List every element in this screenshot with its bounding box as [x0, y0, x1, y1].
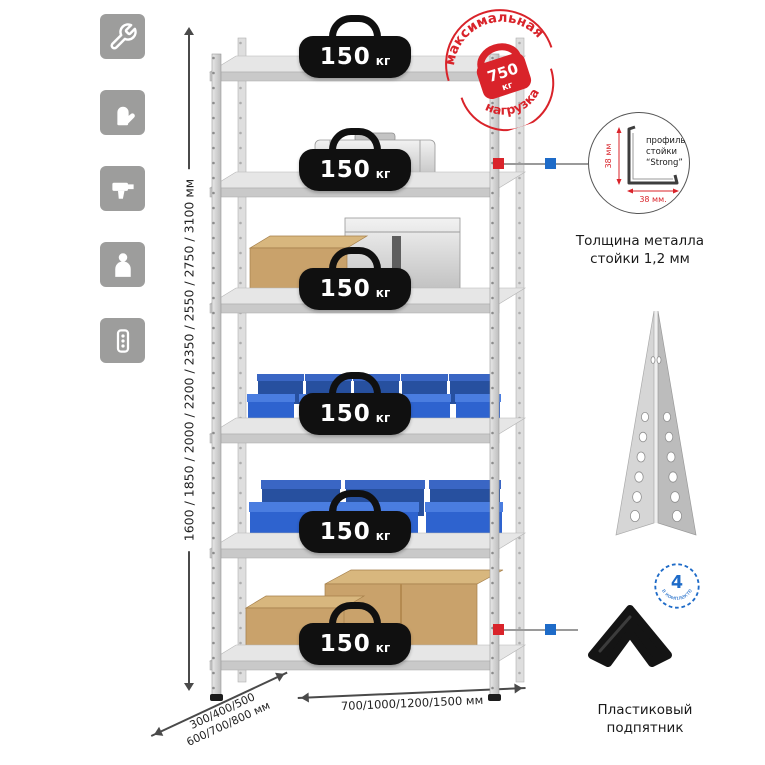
plastic-foot-left — [210, 694, 223, 701]
dim-horizontal-label: 38 мм. — [639, 195, 666, 204]
plastic-foot-right — [488, 694, 501, 701]
profile-caption-line2: стойки 1,2 мм — [590, 250, 690, 267]
front-posts — [210, 53, 501, 701]
dim-vertical-label: 38 мм — [604, 144, 613, 169]
wrench-icon — [100, 14, 145, 59]
height-dimension-label: 1600 / 1850 / 2000 / 2200 / 2350 / 2550 … — [178, 168, 200, 552]
kettlebell-handle-icon — [329, 247, 381, 272]
svg-text:“Strong”: “Strong” — [646, 158, 683, 168]
kettlebell-handle-icon — [329, 490, 381, 515]
marker-blue-profile — [545, 158, 556, 169]
load-unit: кг — [375, 166, 391, 181]
gloves-icon — [100, 90, 145, 135]
profile-label: профиль стойки “Strong” — [646, 136, 685, 168]
load-value: 150 — [319, 157, 371, 183]
profile-caption-line1: Толщина металла — [575, 233, 705, 249]
stamp-unit: кг — [501, 80, 515, 93]
post-profile-callout: 38 мм 38 мм. профиль стойки “Strong” — [588, 112, 690, 214]
foot-caption: Пластиковый подпятник — [583, 702, 707, 737]
load-unit: кг — [375, 528, 391, 543]
load-badge: 150 кг — [299, 490, 411, 553]
plastic-foot-illustration — [588, 605, 672, 667]
kettlebell-750-icon: 750 кг — [476, 43, 532, 100]
kettlebell-handle-icon — [329, 15, 381, 40]
load-badge: 150 кг — [299, 602, 411, 665]
load-value: 150 — [319, 631, 371, 657]
quantity-badge: 4 в комплекте — [653, 562, 701, 610]
load-unit: кг — [375, 285, 391, 300]
kettlebell-handle-icon — [329, 128, 381, 153]
load-badge: 150 кг — [299, 128, 411, 191]
load-unit: кг — [375, 53, 391, 68]
perforated-profile-icon — [100, 318, 145, 363]
kettlebell-handle-icon — [329, 372, 381, 397]
load-value: 150 — [319, 44, 371, 70]
angle-post-illustration — [615, 310, 697, 536]
svg-text:стойки: стойки — [646, 147, 677, 157]
foot-caption-line1: Пластиковый — [597, 702, 693, 718]
marker-blue-foot — [545, 624, 556, 635]
load-unit: кг — [375, 410, 391, 425]
load-value: 150 — [319, 401, 371, 427]
load-badge: 150 кг — [299, 15, 411, 78]
load-value: 150 — [319, 519, 371, 545]
profile-caption: Толщина металла стойки 1,2 мм — [575, 233, 705, 268]
foot-caption-line2: подпятник — [606, 719, 684, 736]
max-load-stamp: максимальная нагрузка 750 кг — [422, 0, 581, 146]
marker-red-foot — [493, 624, 504, 635]
load-badge: 150 кг — [299, 372, 411, 435]
load-value: 150 — [319, 276, 371, 302]
profile-cross-section — [627, 125, 679, 185]
back-posts — [237, 37, 525, 683]
drill-icon — [100, 166, 145, 211]
person-icon — [100, 242, 145, 287]
svg-text:профиль: профиль — [646, 136, 685, 146]
load-unit: кг — [375, 640, 391, 655]
dimension-horizontal: 38 мм. — [627, 188, 679, 204]
marker-red-profile — [493, 158, 504, 169]
kettlebell-handle-icon — [329, 602, 381, 627]
quantity-value: 4 — [671, 573, 683, 593]
load-badge: 150 кг — [299, 247, 411, 310]
dimension-vertical: 38 мм — [604, 127, 622, 185]
leader-line-profile — [500, 163, 588, 165]
leader-line-foot — [500, 629, 578, 631]
